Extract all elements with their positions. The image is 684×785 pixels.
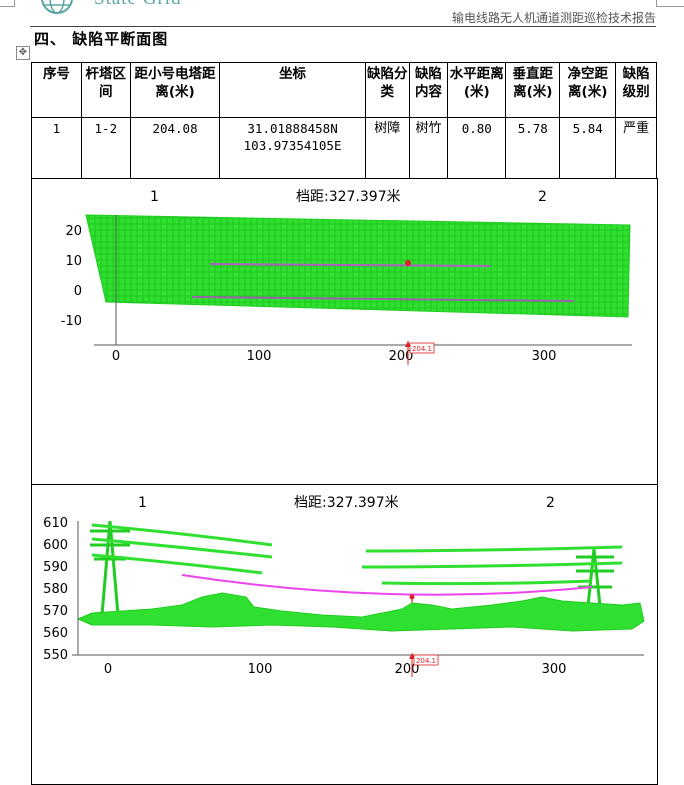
profile-marker-arrow-icon <box>409 653 415 659</box>
profile-tower-left-label: 1 <box>138 495 147 511</box>
text-cursor <box>657 184 658 202</box>
col-header-seq: 序号 <box>31 62 82 118</box>
plan-tower-right-label: 2 <box>538 189 547 205</box>
plan-y-tick: 10 <box>65 254 82 269</box>
profile-defect-point-top <box>409 594 415 600</box>
plan-conductor-upper <box>209 263 491 267</box>
profile-y-tick: 580 <box>43 582 68 597</box>
col-header-clearance: 净空距离(米) <box>559 62 617 118</box>
report-title: 输电线路无人机通道测距巡检技术报告 <box>451 11 656 25</box>
plan-marker-arrow-icon <box>405 341 411 347</box>
plan-y-tick: 20 <box>65 224 82 239</box>
plan-x-tick: 300 <box>532 349 557 364</box>
profile-y-tick: 590 <box>43 560 68 575</box>
table-row: 1 1-2 204.08 31.01888458N 103.97354105E … <box>31 117 657 179</box>
cell-level: 严重 <box>615 117 657 179</box>
profile-x-tick: 300 <box>542 662 567 677</box>
page-corner-mark-left <box>0 0 15 7</box>
profile-view-svg: 1 档距:327.397米 2 <box>43 495 645 677</box>
profile-x-tick: 100 <box>248 662 273 677</box>
cell-span: 1-2 <box>80 117 131 179</box>
plan-view-svg: 1 档距:327.397米 2 20 10 0 -10 0 100 200 30… <box>61 189 632 365</box>
cell-category: 树障 <box>364 117 410 179</box>
plan-conductor-lower <box>191 296 575 302</box>
profile-view-figure: 1 档距:327.397米 2 <box>31 484 658 785</box>
brand-name: State Grid <box>94 0 182 10</box>
plan-tower-left-label: 1 <box>150 189 159 205</box>
plan-x-tick: 100 <box>247 349 272 364</box>
col-header-category: 缺陷分类 <box>364 62 410 118</box>
profile-x-tick: 0 <box>104 662 112 677</box>
col-header-vertical: 垂直距离(米) <box>505 62 561 118</box>
cell-clearance: 5.84 <box>559 117 617 179</box>
profile-sag-curve <box>181 574 593 596</box>
col-header-distance: 距小号电塔距离(米) <box>129 62 221 118</box>
tower-left-icon <box>90 520 130 616</box>
col-header-horizontal: 水平距离(米) <box>447 62 507 118</box>
table-header-row: 序号 杆塔区间 距小号电塔距离(米) 坐标 缺陷分类 缺陷内容 水平距离(米) … <box>31 62 657 118</box>
state-grid-logo: State Grid <box>38 0 198 18</box>
table-move-handle-icon[interactable]: ✥ <box>16 46 30 60</box>
profile-tower-right-label: 2 <box>546 495 555 511</box>
plan-x-tick: 0 <box>112 349 120 364</box>
profile-y-tick: 550 <box>43 648 68 663</box>
plan-marker-label: 204.1 <box>412 345 432 353</box>
cell-content: 树竹 <box>408 117 449 179</box>
plan-y-tick: 0 <box>74 284 82 299</box>
profile-y-tick: 570 <box>43 604 68 619</box>
section-title: 四、 缺陷平断面图 <box>34 30 169 48</box>
cell-distance: 204.08 <box>129 117 221 179</box>
coord-lon: 103.97354105E <box>243 138 342 153</box>
page-corner-mark-right <box>656 0 684 7</box>
profile-conductors <box>91 523 623 586</box>
plan-y-tick: -10 <box>61 314 82 329</box>
defect-table: 序号 杆塔区间 距小号电塔距离(米) 坐标 缺陷分类 缺陷内容 水平距离(米) … <box>31 62 657 179</box>
col-header-span: 杆塔区间 <box>80 62 131 118</box>
col-header-content: 缺陷内容 <box>408 62 449 118</box>
col-header-level: 缺陷级别 <box>615 62 657 118</box>
plan-marker-tag <box>409 342 435 354</box>
globe-icon <box>41 0 73 14</box>
cell-seq: 1 <box>31 117 82 179</box>
plan-view-figure: 1 档距:327.397米 2 20 10 0 -10 0 100 200 30… <box>31 178 658 486</box>
plan-span-label: 档距:327.397米 <box>296 189 401 205</box>
profile-marker-label: 204.1 <box>416 657 436 665</box>
cell-vertical: 5.78 <box>505 117 561 179</box>
header-rule <box>30 26 656 27</box>
plan-x-tick: 200 <box>389 349 414 364</box>
profile-span-label: 档距:327.397米 <box>294 495 399 511</box>
profile-ground-cloud <box>76 592 645 632</box>
coord-lat: 31.01888458N <box>247 121 338 136</box>
profile-x-tick: 200 <box>395 662 420 677</box>
col-header-coord: 坐标 <box>219 62 366 118</box>
profile-marker-tag <box>413 654 439 666</box>
profile-y-tick: 600 <box>43 538 68 553</box>
cell-coord: 31.01888458N 103.97354105E <box>219 117 366 179</box>
profile-y-tick: 610 <box>43 516 68 531</box>
cell-horizontal: 0.80 <box>447 117 507 179</box>
profile-y-tick: 560 <box>43 626 68 641</box>
plan-defect-point <box>405 260 411 266</box>
